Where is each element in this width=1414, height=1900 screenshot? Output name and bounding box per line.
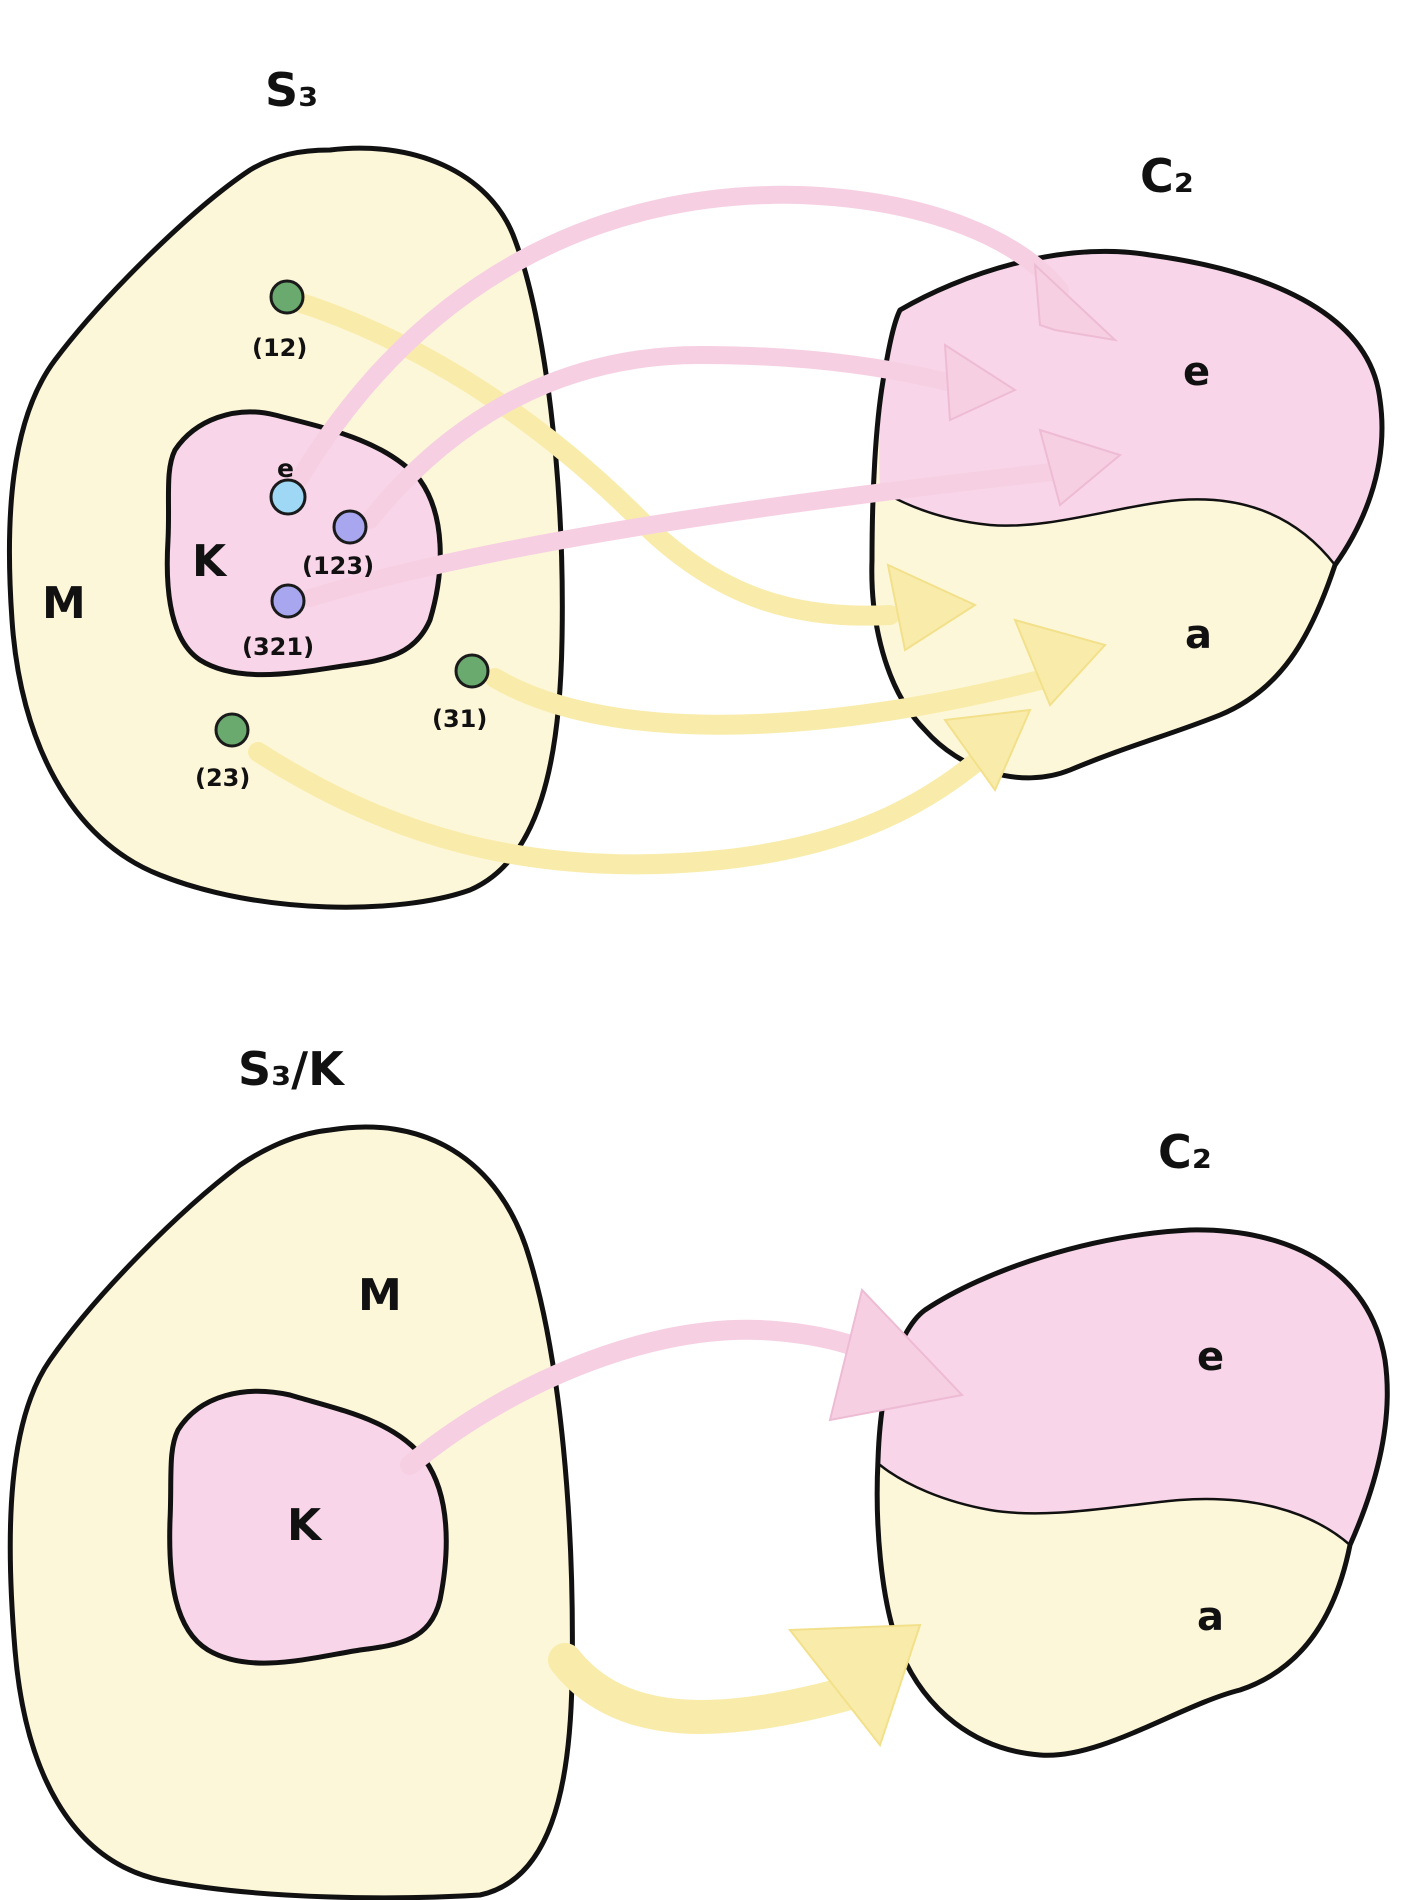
top-diagram: S₃ C₂ M K e (12) (123) (321) (31) (23) e… [6,63,1385,910]
arrow-321-to-e [301,461,1079,607]
arrowhead-23 [943,708,1032,793]
arrowhead-e [1033,262,1119,342]
arrowhead-321 [1038,428,1123,507]
bottom-c2-identity-coset [880,1229,1388,1545]
bottom-c2-divider-line [878,1463,1352,1547]
arrowhead-k [828,1287,964,1422]
element-31-dot [454,653,490,689]
pink-arrows [291,185,1079,607]
bottom-c2-title: C₂ [1158,1125,1212,1179]
c2-title: C₂ [1140,149,1194,203]
c2-identity-label: e [1183,349,1210,395]
bottom-m-label: M [358,1270,402,1321]
bottom-kernel-region [167,1388,449,1666]
element-e-dot [269,478,307,516]
bottom-k-label: K [287,1500,323,1551]
element-23-label: (23) [195,764,250,792]
bottom-c2-a-label: a [1197,1594,1224,1640]
element-12-dot [269,279,305,315]
element-31-label: (31) [432,705,487,733]
arrow-m-to-a [548,1643,877,1735]
m-label: M [42,578,86,629]
element-321-label: (321) [242,633,314,661]
s3-title: S₃ [265,63,318,117]
k-label: K [192,536,228,587]
yellow-arrowheads [886,563,1107,793]
identity-small-label: e [277,454,294,483]
arrow-123-to-e [361,345,969,529]
arrowhead-12 [886,563,978,652]
element-321-dot [270,583,306,619]
bottom-c2-set-outline [874,1227,1390,1758]
arrow-e-to-e [291,185,1069,487]
arrowhead-123 [943,343,1018,422]
c2-divider-line [878,488,1337,567]
kernel-region [164,409,443,678]
arrowhead-31 [1013,618,1107,707]
c2-identity-coset [879,251,1382,565]
element-23-dot [214,712,250,748]
element-123-dot [332,509,368,545]
c2-set-outline [869,248,1385,781]
element-12-label: (12) [252,334,307,362]
c2-a-label: a [1185,612,1212,658]
bottom-c2-identity-label: e [1197,1334,1224,1380]
pink-arrowheads [943,262,1123,507]
arrow-23-to-a [248,742,995,875]
quotient-title: S₃/K [238,1042,346,1096]
arrowhead-m [788,1623,922,1748]
arrow-31-to-a [485,668,1050,735]
element-123-label: (123) [302,552,374,580]
bottom-diagram: S₃/K C₂ M K e a [7,1042,1390,1900]
